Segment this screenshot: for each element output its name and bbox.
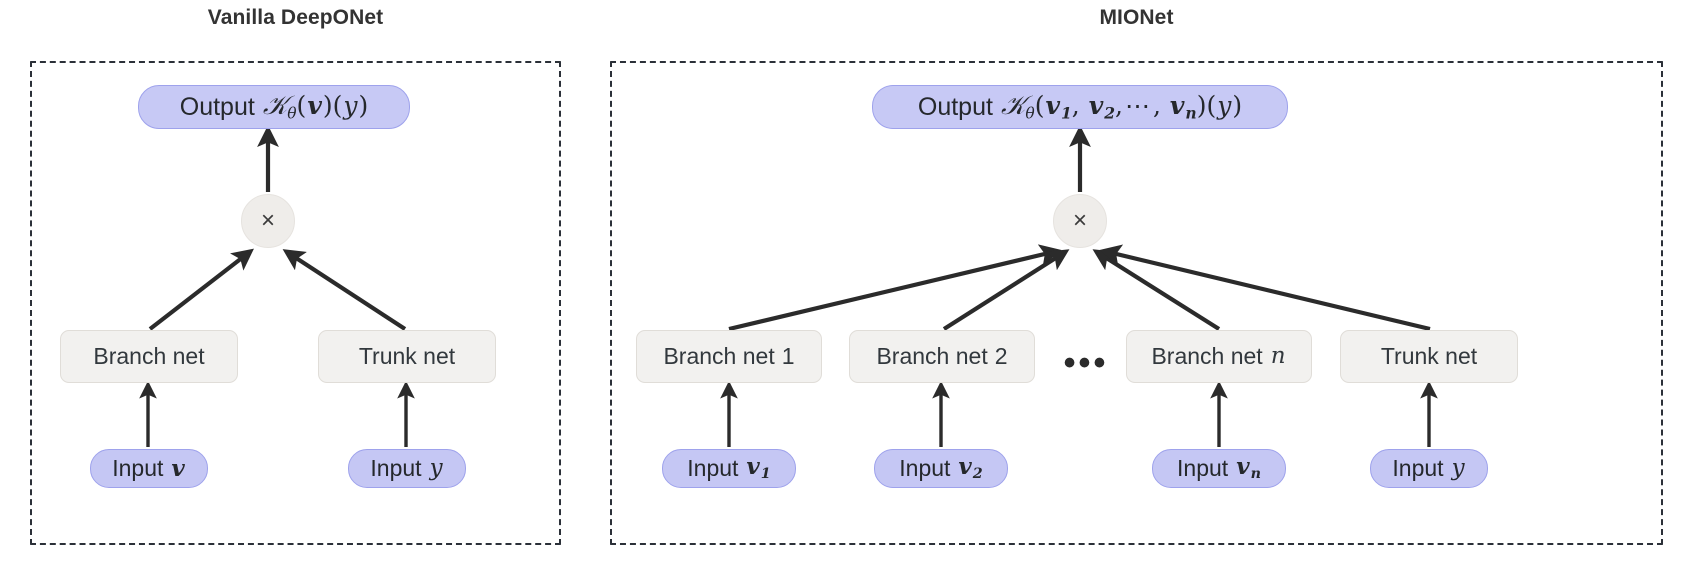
input-v2-label: Input [899,455,951,481]
trunk-net-node-vanilla[interactable]: Trunk net [318,330,496,383]
input-vn-label: Input [1177,455,1229,481]
input-v2-symbol: v2 [958,453,983,483]
output-node-label-mionet: Output [917,92,993,121]
input-node-y[interactable]: Input y [348,449,466,488]
branch-nets-ellipsis: ••• [1063,344,1109,382]
branch-net-n-node[interactable]: Branch net n [1126,330,1312,383]
branch-net-2-index: 2 [994,343,1008,369]
trunk-net-label-mionet: Trunk net [1380,343,1478,369]
branch-net-2-node[interactable]: Branch net 2 [849,330,1035,383]
panel-title-mionet: MIONet [1099,6,1174,29]
panel-border-mionet [610,61,1663,545]
input-node-v[interactable]: Input v [90,449,208,488]
branch-net-1-index: 1 [781,343,795,369]
multiply-symbol-mionet: × [1072,207,1087,234]
input-v1-symbol: v1 [746,453,771,483]
input-y-label: Input [370,455,422,481]
input-node-v1[interactable]: Input v1 [662,449,796,488]
multiply-node-mionet[interactable]: × [1053,194,1107,248]
input-v1-label: Input [687,455,739,481]
panel-title-vanilla-deeponet: Vanilla DeepONet [207,6,384,29]
branch-net-1-node[interactable]: Branch net 1 [636,330,822,383]
output-node-label: Output [179,92,255,121]
branch-net-n-index: n [1270,343,1286,369]
input-y-symbol: y [429,455,443,481]
output-node-vanilla[interactable]: Output 𝒦θ(v)(y) [138,85,410,129]
output-node-mionet[interactable]: Output 𝒦θ(v1, v2,⋯, vn)(y) [872,85,1288,129]
branch-net-1-label: Branch net [663,343,775,369]
branch-net-n-label: Branch net [1151,343,1263,369]
panel-border-vanilla-deeponet [30,61,561,545]
trunk-net-node-mionet[interactable]: Trunk net [1340,330,1518,383]
input-y-label-mionet: Input [1392,455,1444,481]
multiply-node-vanilla[interactable]: × [241,194,295,248]
branch-net-2-label: Branch net [876,343,988,369]
input-vn-symbol: vn [1236,453,1261,483]
input-y-symbol-mionet: y [1451,455,1465,481]
input-node-y-mionet[interactable]: Input y [1370,449,1488,488]
output-node-formula-mionet: 𝒦θ(v1, v2,⋯, vn)(y) [1000,90,1243,122]
branch-net-node-vanilla[interactable]: Branch net [60,330,238,383]
input-node-v2[interactable]: Input v2 [874,449,1008,488]
branch-net-label: Branch net [93,343,205,369]
input-v-symbol: v [171,455,185,482]
trunk-net-label: Trunk net [358,343,456,369]
output-node-formula: 𝒦θ(v)(y) [262,90,369,122]
input-v-label: Input [112,455,164,481]
input-node-vn[interactable]: Input vn [1152,449,1286,488]
multiply-symbol: × [260,207,275,234]
